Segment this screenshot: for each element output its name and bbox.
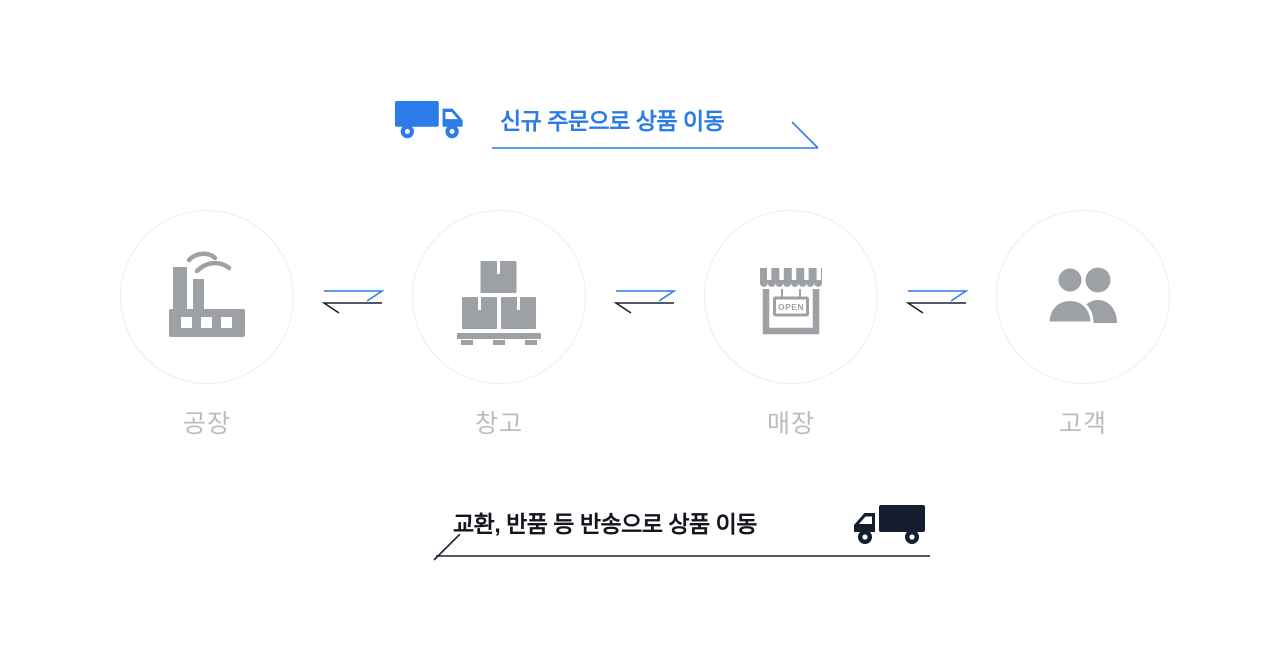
node-customer <box>996 210 1170 384</box>
two-way-arrows-icon <box>322 290 384 314</box>
node-factory <box>120 210 294 384</box>
node-label-store: 매장 <box>766 410 815 438</box>
truck-left-icon <box>854 505 925 544</box>
forward-flow-arrow <box>492 121 819 149</box>
node-label-factory: 공장 <box>182 410 231 438</box>
two-way-arrows-icon <box>906 290 968 314</box>
two-way-arrows-icon <box>614 290 676 314</box>
customers-icon <box>1046 265 1117 325</box>
warehouse-boxes-icon <box>457 261 541 345</box>
factory-icon <box>169 251 245 337</box>
storefront-icon: OPEN <box>760 268 822 335</box>
return-flow-arrow <box>433 534 930 561</box>
node-store: OPEN <box>704 210 878 384</box>
open-sign-text: OPEN <box>778 302 804 312</box>
node-warehouse <box>412 210 586 384</box>
bottom-flow-label: 교환, 반품 등 반송으로 상품 이동 <box>453 511 757 537</box>
node-label-warehouse: 창고 <box>474 410 523 438</box>
node-label-customer: 고객 <box>1058 410 1107 438</box>
top-flow-label: 신규 주문으로 상품 이동 <box>500 108 725 134</box>
truck-right-icon <box>394 101 463 139</box>
